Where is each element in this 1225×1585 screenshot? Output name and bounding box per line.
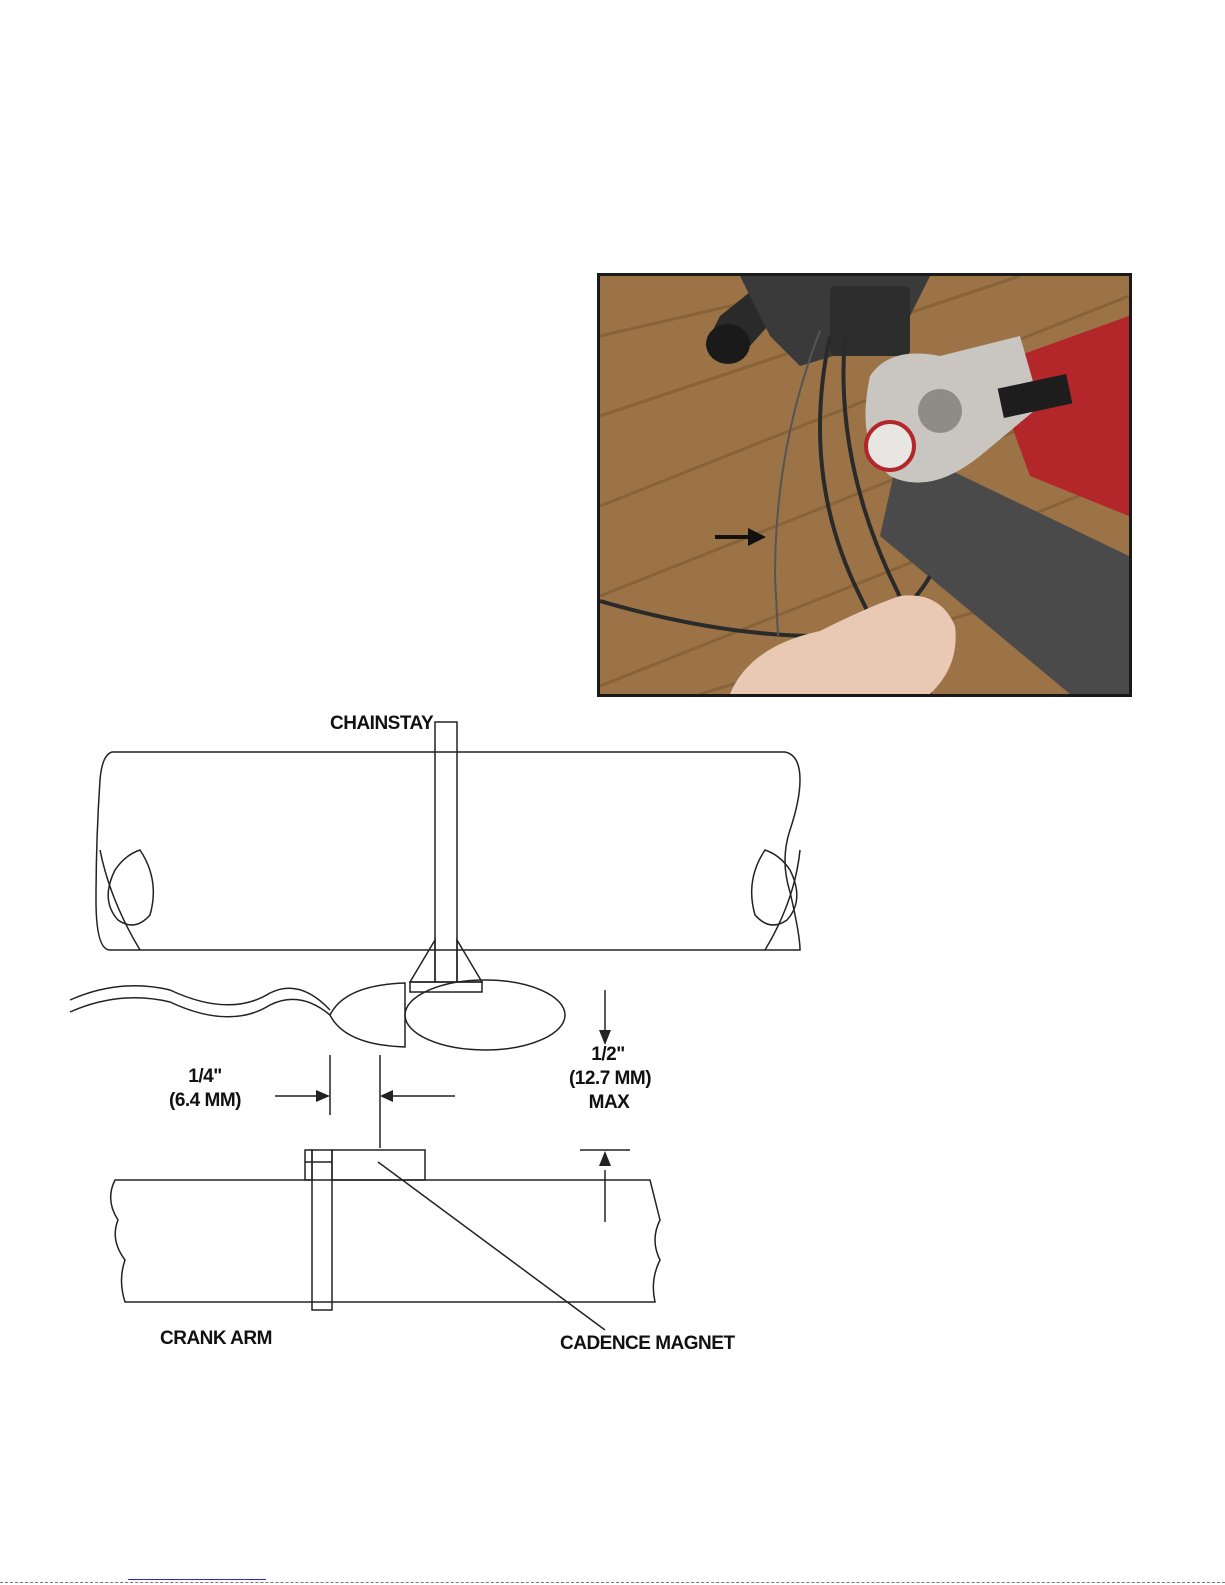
zip-tie-strap <box>435 722 457 982</box>
chainstay-label: CHAINSTAY <box>330 713 433 735</box>
max-label: MAX <box>574 1092 644 1114</box>
footer-divider <box>0 1582 1225 1583</box>
quarter-inch-label: 1/4" <box>150 1066 260 1088</box>
quarter-arrow-left <box>316 1090 330 1102</box>
photo-illustration <box>600 276 1129 694</box>
crank-zip-tie <box>312 1150 332 1310</box>
half-arrow-top <box>599 1030 611 1045</box>
sensor-body <box>405 980 565 1050</box>
sensor-mount-right <box>457 940 482 982</box>
diagram-lines <box>70 722 800 1330</box>
sensor-cable-bottom <box>70 986 330 1010</box>
half-mm-label: (12.7 MM) <box>545 1068 675 1090</box>
shifter-body <box>830 286 910 356</box>
sensor-head <box>330 983 405 1047</box>
magnet-leader-line <box>378 1162 605 1330</box>
sensor-alignment-diagram <box>0 700 820 1400</box>
cadence-magnet-label: CADENCE MAGNET <box>560 1333 735 1355</box>
stem-bolt <box>918 389 962 433</box>
cadence-magnet <box>332 1150 425 1180</box>
chainstay-left-curve <box>100 850 140 950</box>
half-arrow-bottom <box>599 1151 611 1166</box>
headset-logo <box>866 422 914 470</box>
chainstay-left-end <box>108 850 153 925</box>
sensor-mount-base <box>410 982 482 992</box>
half-inch-label: 1/2" <box>583 1044 633 1066</box>
sensor-mount-left <box>410 940 435 982</box>
crank-zip-tie-buckle <box>305 1150 312 1180</box>
bar-end <box>706 324 750 364</box>
crank-arm-outline <box>111 1180 660 1302</box>
footer-link-underline <box>128 1579 266 1580</box>
quarter-arrow-right <box>380 1090 393 1102</box>
chainstay-right-curve <box>765 850 800 950</box>
chainstay-outline <box>96 752 800 950</box>
quarter-mm-label: (6.4 MM) <box>140 1090 270 1112</box>
diagram-arrowheads <box>316 1030 611 1166</box>
chainstay-right-end <box>752 850 797 925</box>
installation-photo <box>597 273 1132 697</box>
crank-arm-label: CRANK ARM <box>160 1328 272 1350</box>
